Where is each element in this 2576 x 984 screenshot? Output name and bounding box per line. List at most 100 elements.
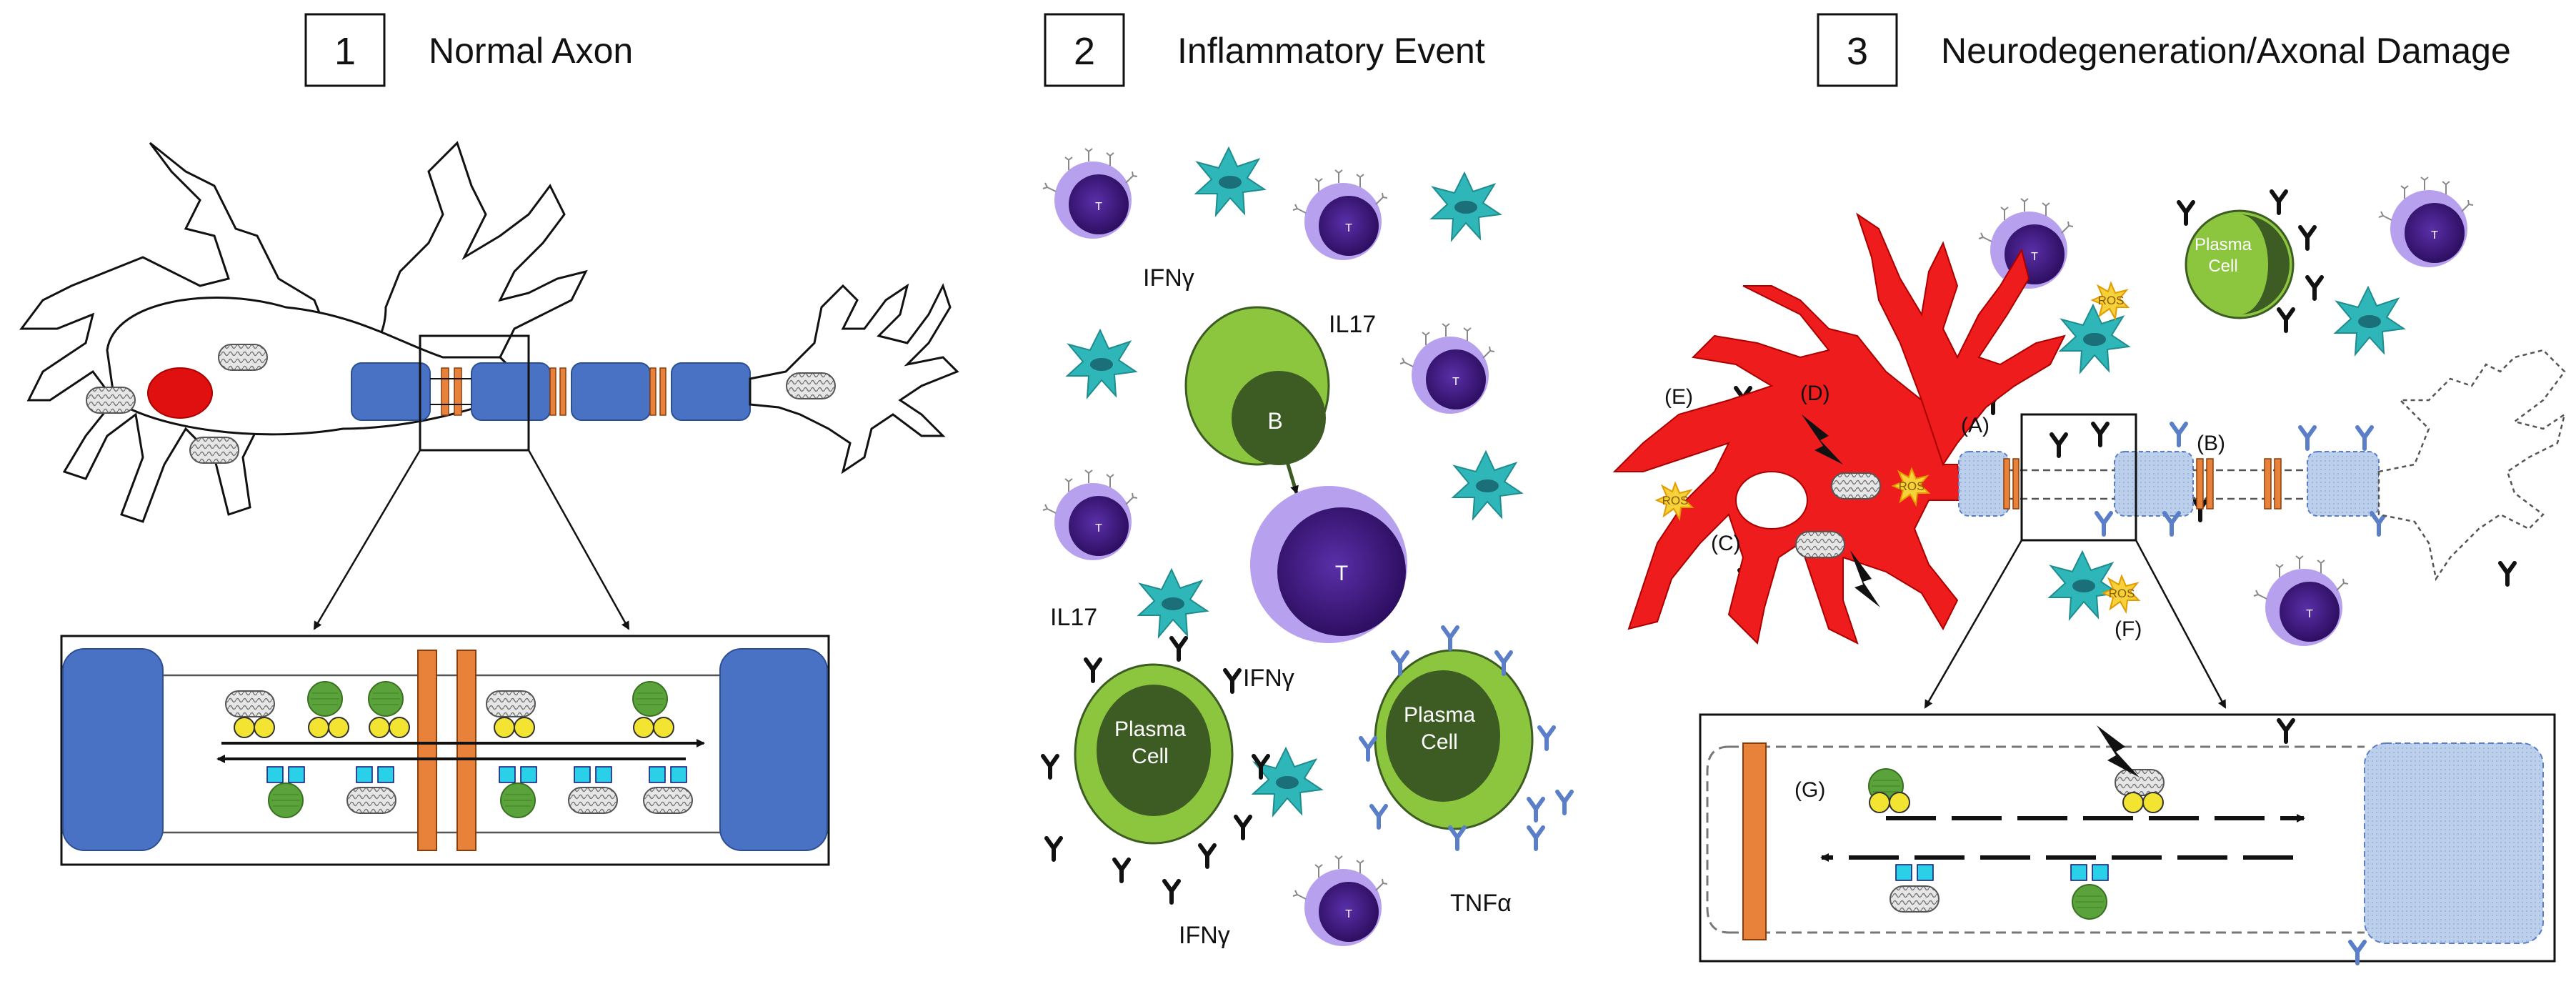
- cytokine-ifng-label: IFNγ: [1143, 264, 1194, 292]
- mitochondrion-icon: [189, 437, 239, 464]
- neuron-nucleus: [147, 367, 213, 419]
- damaged-neuron-upper: [1856, 212, 2066, 467]
- antibody-icon: [2307, 277, 2322, 299]
- panel-2-heading: Inflammatory Event: [1177, 31, 1485, 71]
- antibody-icon: [1114, 860, 1129, 881]
- panel-3-neurodegeneration: ROS ROS Plasma Cell ROS ROS: [1612, 177, 2566, 963]
- b-cell-icon: B: [1184, 306, 1330, 466]
- antibody-icon: [1443, 627, 1457, 649]
- mitochondrion-icon: [786, 372, 836, 399]
- antibody-icon: [2093, 424, 2107, 445]
- large-t-cell-icon: T: [1250, 486, 1407, 643]
- antibody-icon: [2300, 227, 2315, 249]
- panel-1-inset: [60, 635, 830, 866]
- cytokine-il17-label: IL17: [1329, 311, 1376, 338]
- mitochondrion-icon: [86, 387, 136, 414]
- antibody-icon: [1557, 792, 1572, 813]
- t-cell-icon: [2378, 177, 2474, 268]
- antibody-icon: [1047, 838, 1061, 860]
- antibody-icon: [2052, 434, 2066, 456]
- plasma-cell-icon: Plasma Cell: [1074, 663, 1234, 845]
- cargo-icon: [500, 782, 536, 818]
- lightning-icon: [1850, 550, 1880, 607]
- mitochondrion-icon: [1831, 472, 1881, 500]
- panel-2-number-box: [1044, 13, 1125, 87]
- panel-3-number: 3: [1847, 30, 1868, 73]
- axon-terminal-outline: [749, 283, 959, 474]
- t-cell-icon: [2253, 555, 2349, 647]
- microglia-icon: [2335, 287, 2405, 355]
- microglia-icon: [2060, 304, 2130, 373]
- label-d: (D): [1800, 382, 1830, 405]
- plasma-cell-label-line2: Cell: [2208, 257, 2237, 276]
- microglia-icon: [1195, 147, 1265, 216]
- cargo-icon: [368, 681, 404, 717]
- label-f: (F): [2115, 617, 2142, 641]
- zoom-box: [419, 334, 530, 452]
- cytokine-ifng-label: IFNγ: [1179, 922, 1230, 949]
- panel-3-title: 3 Neurodegeneration/Axonal Damage: [1817, 13, 2511, 87]
- ros-label: ROS: [2098, 294, 2125, 307]
- axon-myelin-segments: [351, 362, 751, 421]
- antibody-icon: [1200, 845, 1214, 867]
- mitochondrion-icon: [1795, 531, 1845, 558]
- antibody-icon: [1361, 738, 1375, 760]
- antibody-icon: [1529, 799, 1543, 820]
- t-cell-icon: [1042, 469, 1138, 561]
- antibody-icon: [1225, 670, 1239, 692]
- cargo-icon: [307, 681, 343, 717]
- plasma-cell-icon: Plasma Cell: [1374, 649, 1534, 830]
- cytokine-ifng-label: IFNγ: [1243, 665, 1294, 692]
- ros-label: ROS: [1899, 479, 1925, 493]
- damaged-neuron-nucleus: [1735, 471, 1808, 530]
- label-e: (E): [1664, 385, 1693, 409]
- t-cell-icon: [1292, 855, 1388, 947]
- antibody-icon: [1236, 817, 1250, 838]
- antibody-icon: [1164, 881, 1179, 903]
- mitochondrion-icon: [2115, 769, 2165, 796]
- panel-3-heading: Neurodegeneration/Axonal Damage: [1941, 31, 2511, 71]
- mitochondrion-icon: [346, 787, 396, 814]
- antibody-icon: [1372, 806, 1386, 828]
- antibody-icon: [2357, 427, 2372, 449]
- antibody-icon: [2500, 563, 2515, 585]
- microglia-icon: [1067, 329, 1137, 398]
- cargo-icon: [632, 681, 668, 717]
- plasma-cell-label-line1: Plasma: [1114, 717, 1186, 741]
- label-a: (A): [1961, 414, 1990, 437]
- b-cell-label: B: [1267, 408, 1282, 434]
- microglia-icon: [1431, 172, 1501, 241]
- panel-2-number: 2: [1074, 30, 1095, 73]
- lightning-icon: [1802, 414, 1843, 464]
- mitochondrion-icon: [1889, 885, 1940, 913]
- t-cell-icon: [1042, 148, 1138, 239]
- antibody-icon: [2172, 424, 2186, 445]
- t-cell-icon: [1292, 169, 1388, 261]
- cytokine-il17-label: IL17: [1050, 604, 1097, 631]
- panel-3-number-box: [1817, 13, 1898, 87]
- ros-label: ROS: [2109, 587, 2135, 600]
- degenerated-terminal-outline: [2377, 349, 2566, 582]
- panel-2-title: 2 Inflammatory Event: [1044, 13, 1485, 87]
- ros-label: ROS: [1662, 494, 1689, 507]
- label-b: (B): [2197, 432, 2225, 455]
- mitochondrion-icon: [225, 690, 275, 717]
- lightning-icon: [2097, 725, 2140, 777]
- zoom-box: [2020, 413, 2137, 542]
- plasma-cell-icon: Plasma Cell: [2185, 209, 2295, 319]
- t-cell-label: T: [1335, 562, 1348, 585]
- plasma-cell-label-line2: Cell: [1421, 730, 1458, 754]
- mitochondrion-icon: [643, 787, 693, 814]
- mitochondrion-icon: [568, 787, 618, 814]
- panel-1-heading: Normal Axon: [429, 31, 633, 71]
- panel-2-inflammatory-event: IFNγ IL17 IL17 IFNγ IFNγ TNFα B T Plasma…: [1042, 147, 1572, 949]
- panel-1-number: 1: [334, 30, 356, 73]
- microglia-icon: [2049, 551, 2119, 620]
- damaged-axon: [1958, 451, 2380, 517]
- antibody-icon: [2179, 202, 2193, 224]
- cargo-icon: [2072, 884, 2107, 920]
- label-c: (C): [1711, 532, 1741, 555]
- panel-1-title: 1 Normal Axon: [304, 13, 633, 87]
- antibody-icon: [2279, 309, 2293, 331]
